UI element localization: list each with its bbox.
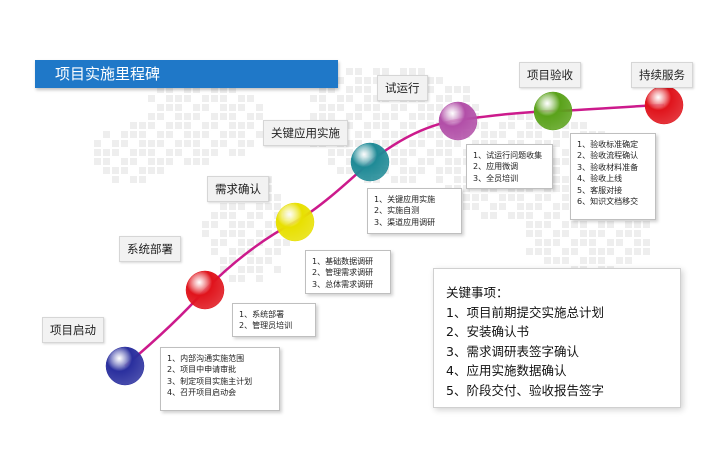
task-item: 1、关键应用实施 bbox=[374, 195, 436, 204]
milestone-ball bbox=[644, 85, 684, 125]
milestone-label-requirement-confirm: 需求确认 bbox=[207, 176, 269, 202]
milestone-label-key-app: 关键应用实施 bbox=[263, 120, 348, 146]
milestone-ball bbox=[185, 270, 225, 310]
task-item: 4、召开项目启动会 bbox=[167, 388, 237, 398]
task-item: 1、系统部署 bbox=[239, 310, 285, 319]
milestone-ball bbox=[350, 142, 390, 182]
task-item: 1、内部沟通实施范围 bbox=[167, 354, 245, 363]
task-note-project-start: 1、内部沟通实施范围 2、项目中申请审批 3、制定项目实施主计划 4、召开项目启… bbox=[160, 347, 280, 411]
milestone-ball bbox=[105, 346, 145, 386]
task-item: 4、验收上线 bbox=[577, 174, 623, 184]
milestone-label-project-start: 项目启动 bbox=[42, 317, 104, 343]
milestone-ball bbox=[275, 202, 315, 242]
key-items-heading: 关键事项： bbox=[446, 285, 509, 300]
task-note-requirement-confirm: 1、基础数据调研 2、管理需求调研 3、总体需求调研 bbox=[305, 250, 391, 294]
key-item: 3、需求调研表签字确认 bbox=[446, 343, 579, 359]
task-note-system-deploy: 1、系统部署 2、管理员培训 bbox=[232, 303, 316, 337]
page-title: 项目实施里程碑 bbox=[35, 60, 338, 88]
task-note-acceptance: 1、验收标准确定 2、验收流程确认 3、验收材料准备 4、验收上线 5、客服对接… bbox=[570, 133, 656, 220]
task-item: 2、管理员培训 bbox=[239, 321, 293, 331]
task-item: 2、项目中申请审批 bbox=[167, 365, 237, 375]
task-item: 1、基础数据调研 bbox=[312, 257, 374, 266]
key-item: 2、安装确认书 bbox=[446, 324, 529, 339]
task-item: 6、知识文档移交 bbox=[577, 197, 639, 207]
task-note-key-app: 1、关键应用实施 2、实施自测 3、渠道应用调研 bbox=[367, 188, 462, 234]
milestone-label-trial-run: 试运行 bbox=[377, 75, 428, 101]
key-items-box: 关键事项： 1、项目前期提交实施总计划 2、安装确认书 3、需求调研表签字确认 … bbox=[433, 268, 681, 408]
milestone-ball bbox=[533, 91, 573, 131]
task-item: 2、验收流程确认 bbox=[577, 151, 639, 161]
milestone-label-ongoing-service: 持续服务 bbox=[631, 62, 693, 88]
key-item: 4、应用实施数据确认 bbox=[446, 363, 567, 378]
milestone-label-acceptance: 项目验收 bbox=[519, 62, 581, 88]
task-item: 3、全员培训 bbox=[473, 173, 519, 183]
task-item: 2、应用微调 bbox=[473, 162, 519, 172]
task-item: 3、总体需求调研 bbox=[312, 279, 374, 289]
key-item: 5、阶段交付、验收报告签字 bbox=[446, 382, 604, 398]
key-item: 1、项目前期提交实施总计划 bbox=[446, 304, 604, 320]
task-item: 2、实施自测 bbox=[374, 206, 420, 216]
task-note-trial-run: 1、试运行问题收集 2、应用微调 3、全员培训 bbox=[466, 144, 553, 189]
task-item: 3、渠道应用调研 bbox=[374, 217, 436, 227]
task-item: 3、验收材料准备 bbox=[577, 162, 639, 172]
task-item: 1、验收标准确定 bbox=[577, 140, 639, 149]
milestone-label-system-deploy: 系统部署 bbox=[119, 236, 181, 262]
task-item: 1、试运行问题收集 bbox=[473, 151, 543, 160]
task-item: 3、制定项目实施主计划 bbox=[167, 376, 253, 386]
task-item: 2、管理需求调研 bbox=[312, 268, 374, 278]
milestone-ball bbox=[438, 101, 478, 141]
task-item: 5、客服对接 bbox=[577, 185, 623, 195]
